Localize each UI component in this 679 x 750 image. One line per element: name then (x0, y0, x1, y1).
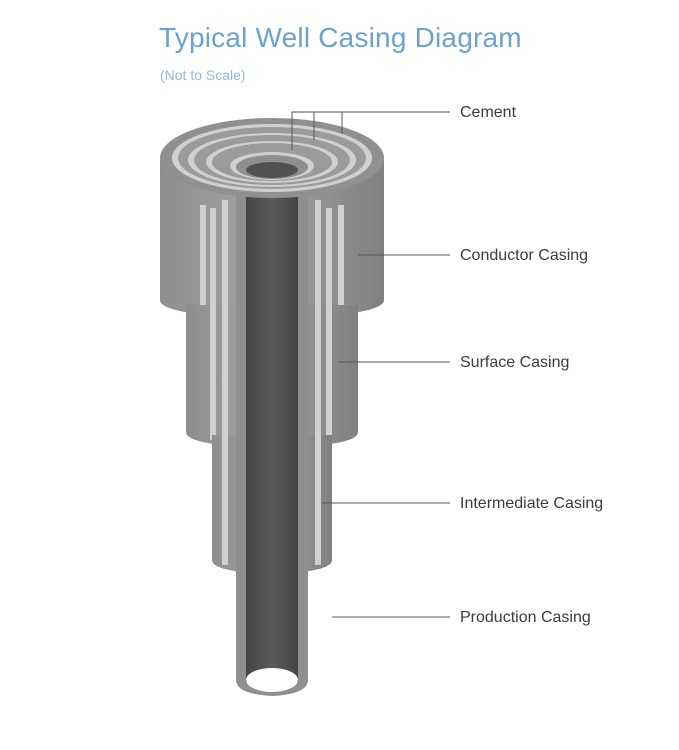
label-conductor-casing: Conductor Casing (460, 247, 589, 264)
label-production-casing: Production Casing (460, 609, 591, 626)
diagram-subtitle: (Not to Scale) (160, 67, 246, 83)
leader-lines (291, 111, 450, 618)
casing-top-rings (160, 118, 384, 198)
diagram-title: Typical Well Casing Diagram (159, 22, 522, 53)
leader-cement (291, 111, 450, 150)
label-cement: Cement (460, 104, 517, 121)
label-intermediate-casing: Intermediate Casing (460, 495, 604, 512)
label-surface-casing: Surface Casing (460, 354, 570, 371)
production-casing (236, 170, 308, 696)
